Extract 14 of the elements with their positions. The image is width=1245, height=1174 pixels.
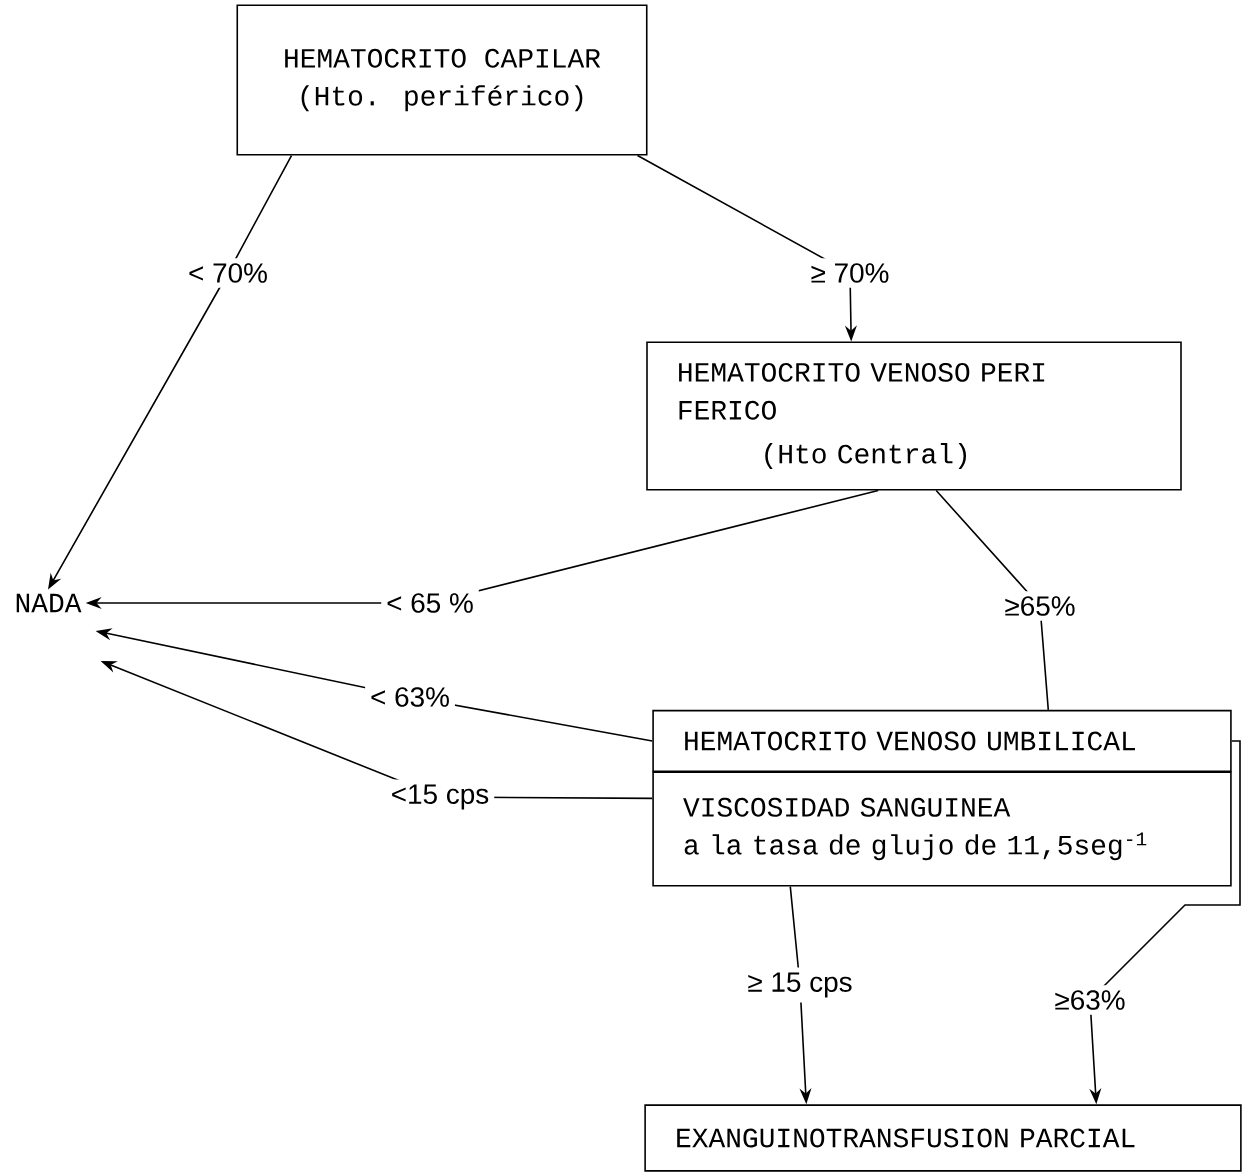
edge-label: ≥63% — [1049, 985, 1131, 1015]
edge-label: ≥ 15 cps — [742, 967, 858, 1003]
edge-label: ≥ 70% — [805, 258, 895, 288]
box-section: HEMATOCRITO VENOSO UMBILICAL — [652, 709, 1232, 773]
box-section: VISCOSIDAD SANGUINEA a la tasa de glujo de 11,5seg$^{-1}$ — [652, 771, 1232, 887]
edge-label: < 63% — [365, 682, 455, 712]
edge-label: < 70% — [183, 258, 273, 288]
edge-label: <15 cps — [385, 779, 495, 815]
edge-label: < 65 % — [381, 588, 479, 618]
box-section: EXANGUINOTRANSFUSION PARCIAL — [644, 1104, 1242, 1172]
outcome-text: NADA — [16, 593, 82, 613]
process-box: HEMATOCRITO CAPILAR (Hto. periférico) — [236, 4, 648, 156]
edge-label: ≥65% — [999, 591, 1081, 621]
process-box: HEMATOCRITO VENOSO PERI FERICO (Hto Central) — [646, 341, 1182, 491]
